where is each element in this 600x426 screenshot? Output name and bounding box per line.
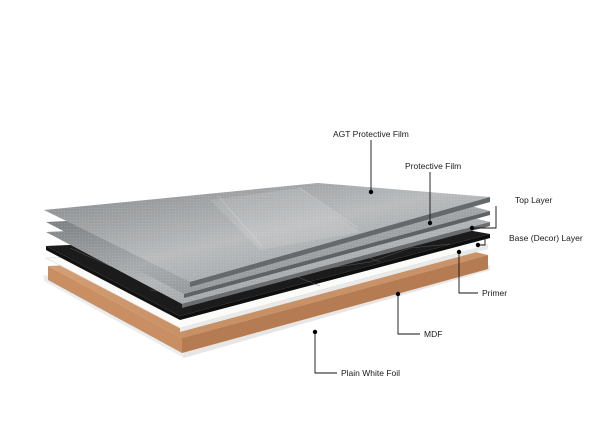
foil-leader-line — [314, 332, 337, 374]
mdf-dot — [395, 291, 401, 297]
label-top-layer: Top Layer — [515, 195, 552, 205]
mdf-leader-line — [397, 294, 420, 335]
label-base-decor-layer: Base (Decor) Layer — [509, 233, 583, 243]
primer-dot — [456, 249, 462, 255]
protective-dot — [427, 220, 433, 226]
label-primer: Primer — [482, 288, 507, 298]
callouts — [312, 140, 497, 374]
top-leader-line — [472, 206, 497, 229]
foil-dot — [312, 329, 318, 335]
label-protective-film: Protective Film — [405, 161, 461, 171]
label-plain-white-foil: Plain White Foil — [341, 368, 400, 378]
label-agt-film: AGT Protective Film — [333, 129, 409, 139]
base-leader-line — [478, 238, 486, 246]
agt-film-layer — [44, 183, 490, 287]
labels: AGT Protective Film Protective Film Top … — [333, 129, 583, 378]
top-dot — [469, 225, 475, 231]
label-mdf: MDF — [424, 329, 442, 339]
base-dot — [475, 242, 481, 248]
primer-leader-line — [458, 252, 478, 294]
agt-dot — [368, 189, 374, 195]
